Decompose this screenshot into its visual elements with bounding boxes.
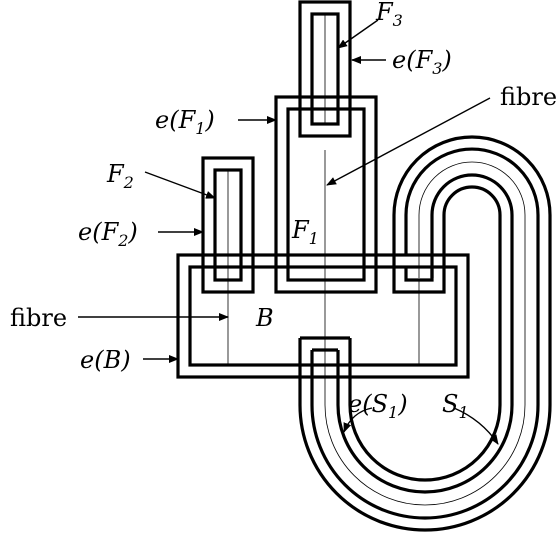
f2-outer [201, 156, 255, 294]
label-e-f3: e(F3) [392, 46, 452, 78]
f3-block [298, 0, 352, 138]
s1-fibre-line [324, 161, 526, 506]
label-fibre-top: fibre [500, 83, 557, 111]
f1-inner [286, 107, 366, 282]
s1-tube [298, 135, 552, 532]
arrow-f3 [337, 19, 379, 49]
label-e-s1: e(S1) [348, 390, 408, 422]
label-fibre-left: fibre [10, 304, 67, 332]
s1-outer-inner [310, 147, 540, 520]
label-arrows [78, 19, 499, 445]
label-f3: F3 [375, 0, 403, 30]
s1-outer-outer [298, 135, 552, 532]
f1-block [274, 95, 378, 350]
label-s1: S1 [442, 390, 469, 422]
b-outer [176, 253, 470, 379]
arrow-es1 [343, 407, 373, 433]
f3-outer [298, 0, 352, 138]
label-f2: F2 [106, 160, 134, 192]
labels: F3 e(F3) fibre e(F1) F2 e(F2) F1 fibre B… [10, 0, 557, 422]
label-b: B [255, 304, 274, 332]
s1-inner-outer [348, 185, 502, 482]
arrow-fibre-top [326, 97, 491, 186]
b-block [176, 253, 470, 379]
f1-outer [274, 95, 378, 294]
label-e-b: e(B) [80, 346, 131, 374]
label-e-f1: e(F1) [155, 106, 215, 138]
b-inner [188, 265, 458, 367]
label-f1: F1 [291, 216, 319, 248]
s1-inner-inner [336, 173, 514, 494]
arrow-s1 [453, 407, 499, 445]
arrow-f2 [144, 171, 216, 199]
f2-block [201, 156, 255, 294]
label-e-f2: e(F2) [78, 218, 138, 250]
